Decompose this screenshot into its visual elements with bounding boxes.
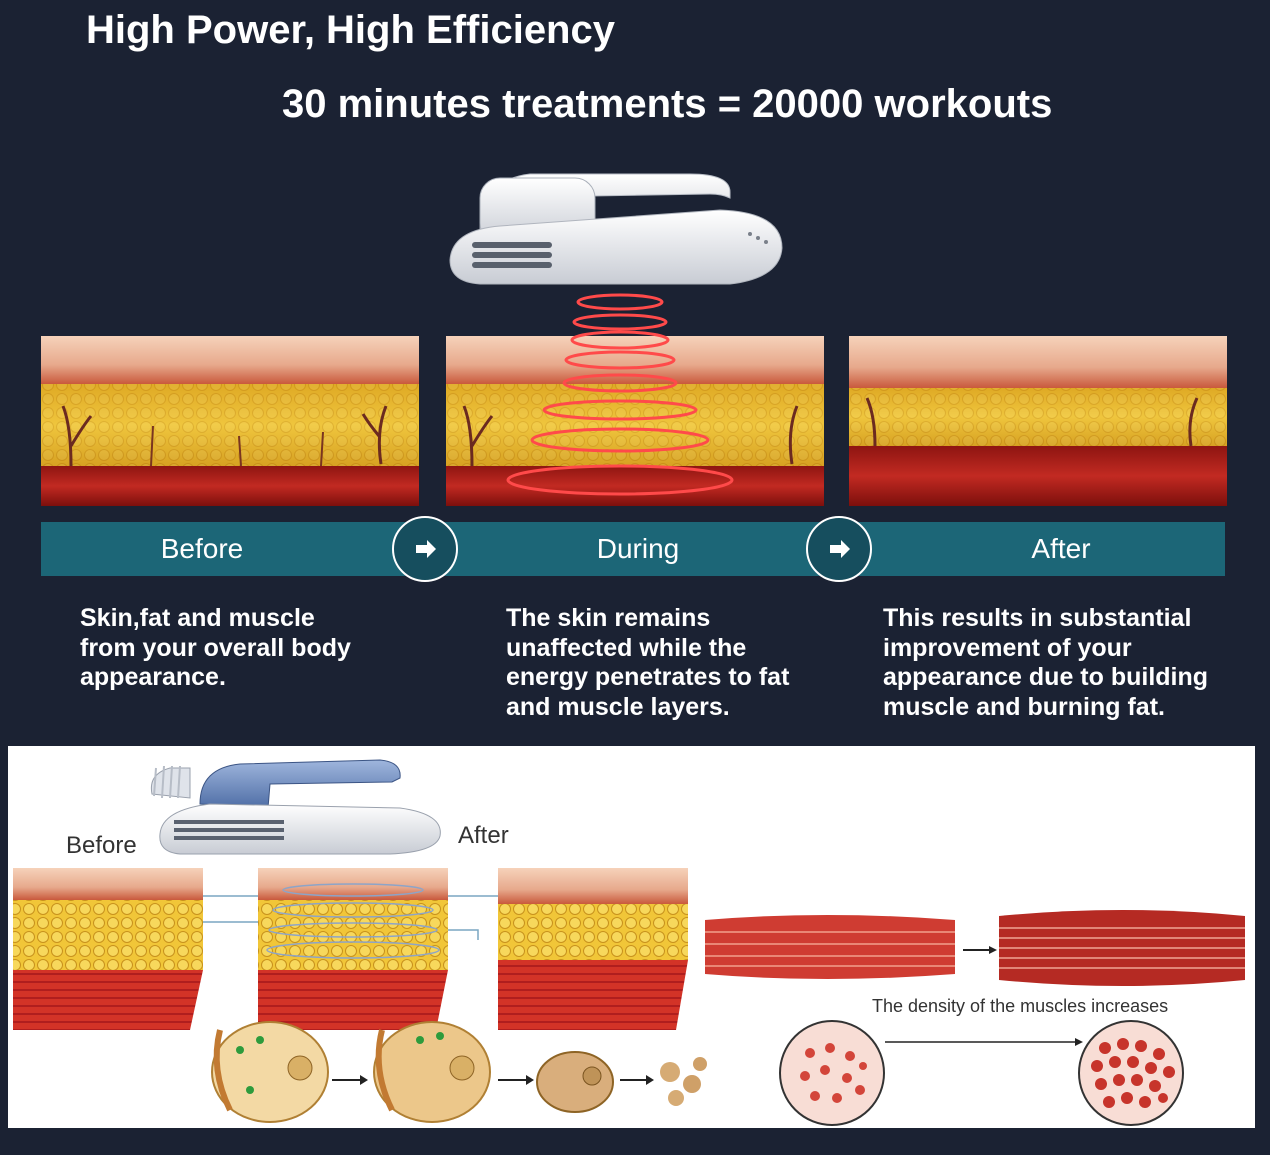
stage-label-during: During: [596, 533, 680, 564]
device-handpiece-icon: [150, 759, 441, 855]
stage-label-after: After: [1031, 533, 1091, 564]
fat-cell-sequence: [211, 1021, 707, 1123]
arrow-right-icon: [392, 516, 458, 582]
tissue-panel-after: [849, 336, 1227, 506]
device-handpiece-icon: [449, 173, 783, 285]
page-subtitle: 30 minutes treatments = 20000 workouts: [282, 82, 1053, 126]
emission-rings-icon: [506, 293, 734, 496]
stage-description-before: Skin,fat and muscle from your overall bo…: [80, 604, 351, 691]
diagram-before-label: Before: [66, 832, 137, 859]
tissue-panel-before: [41, 336, 419, 506]
tissue-blocks: [13, 868, 688, 1030]
diagram-after-label: After: [458, 822, 509, 849]
stage-label-before: Before: [160, 533, 244, 564]
page-title: High Power, High Efficiency: [86, 8, 615, 52]
stage-description-after: This results in substantial improvement …: [883, 604, 1209, 721]
density-caption: The density of the muscles increases: [872, 996, 1169, 1016]
arrow-right-icon: [806, 516, 872, 582]
stage-bar: [41, 522, 1225, 576]
stage-description-during: The skin remains unaffected while the en…: [506, 604, 790, 721]
muscle-fiber-comparison: [705, 910, 1245, 986]
muscle-density-comparison: [779, 1020, 1184, 1126]
